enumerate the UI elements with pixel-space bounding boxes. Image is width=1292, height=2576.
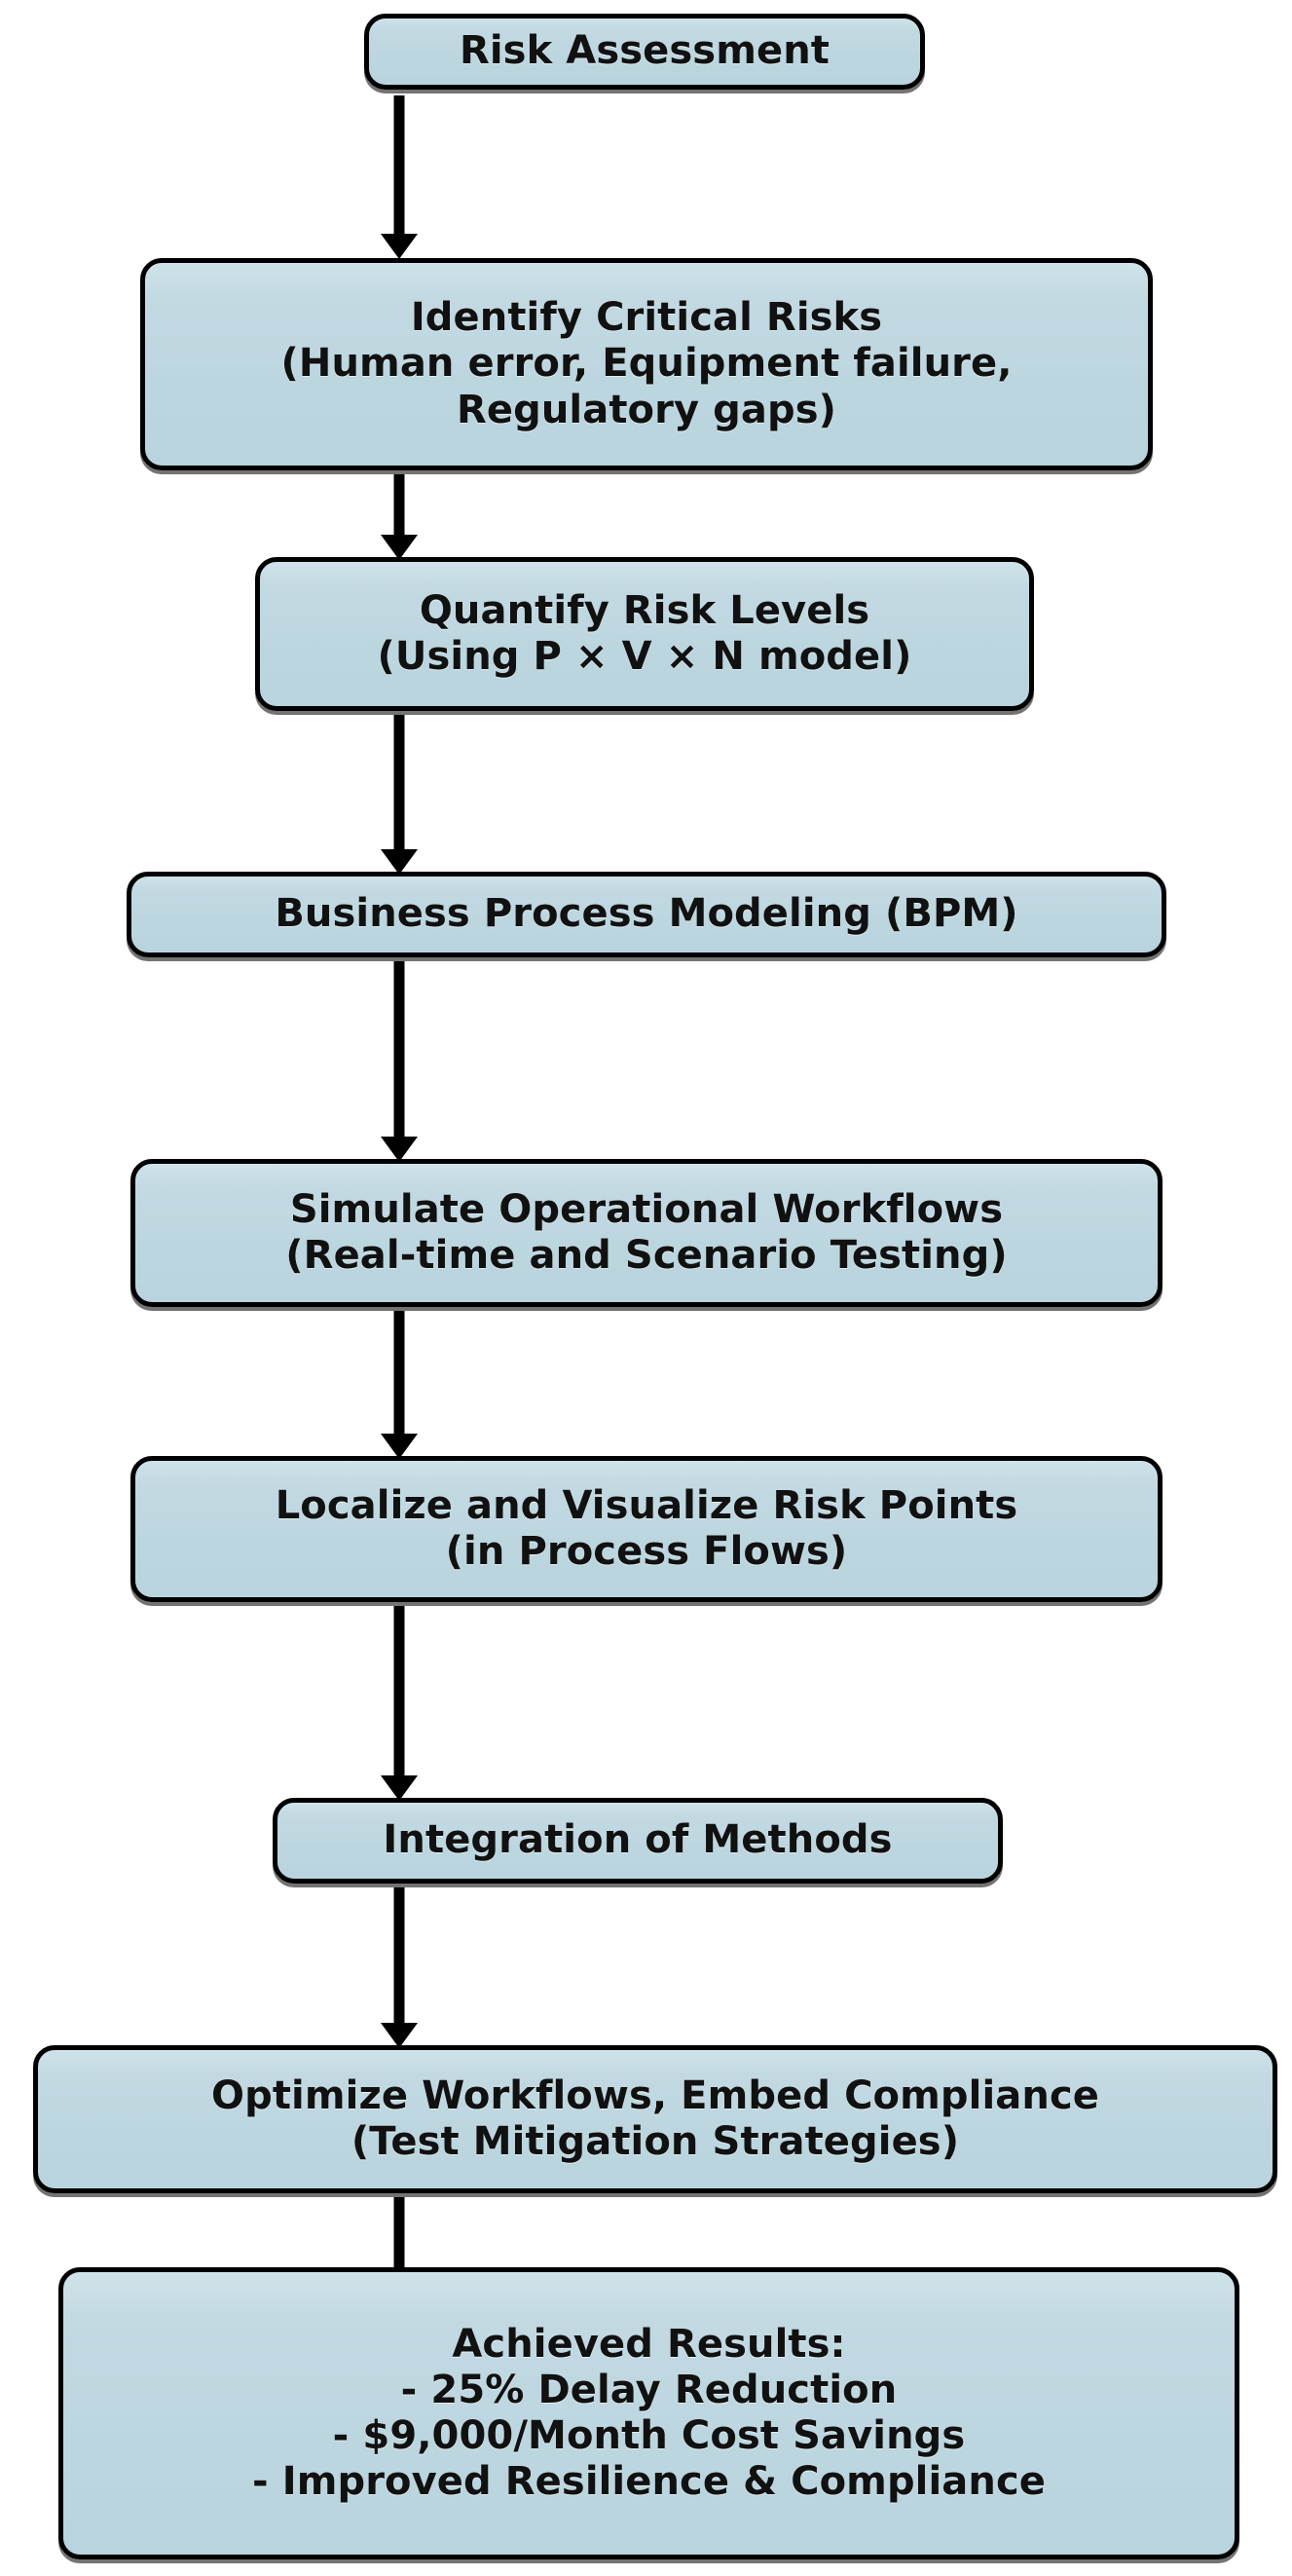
- arrow-head-icon: [381, 1434, 418, 1459]
- flow-node-simulate-operational-workflows[interactable]: Simulate Operational Workflows (Real-tim…: [130, 1159, 1163, 1307]
- flow-node-localize-visualize-risk-points[interactable]: Localize and Visualize Risk Points (in P…: [130, 1456, 1163, 1602]
- arrow-head-icon: [381, 849, 418, 875]
- flow-node-quantify-risk-levels[interactable]: Quantify Risk Levels (Using P × V × N mo…: [255, 557, 1034, 711]
- flow-node-business-process-modeling[interactable]: Business Process Modeling (BPM): [127, 872, 1166, 957]
- flow-arrow-integration-of-methods-to-optimize-workflows-embed-compliance: [370, 1887, 428, 2048]
- arrow-head-icon: [381, 2023, 418, 2048]
- flow-arrow-localize-visualize-risk-points-to-integration-of-methods: [370, 1606, 428, 1801]
- flow-node-identify-critical-risks[interactable]: Identify Critical Risks (Human error, Eq…: [140, 258, 1153, 470]
- arrow-shaft: [393, 1887, 405, 2023]
- arrow-head-icon: [381, 1137, 418, 1162]
- arrow-shaft: [393, 1606, 405, 1775]
- flow-node-label: Simulate Operational Workflows (Real-tim…: [285, 1186, 1008, 1278]
- flow-arrow-business-process-modeling-to-simulate-operational-workflows: [370, 961, 428, 1162]
- flow-node-label: Risk Assessment: [459, 28, 831, 74]
- arrow-head-icon: [381, 535, 418, 560]
- flow-node-achieved-results[interactable]: Achieved Results: - 25% Delay Reduction …: [58, 2267, 1239, 2559]
- arrow-shaft: [393, 95, 405, 234]
- arrow-head-icon: [381, 1775, 418, 1801]
- flow-node-label: Business Process Modeling (BPM): [275, 891, 1018, 937]
- flow-node-integration-of-methods[interactable]: Integration of Methods: [273, 1798, 1003, 1884]
- flow-arrow-quantify-risk-levels-to-business-process-modeling: [370, 715, 428, 875]
- flow-arrow-identify-critical-risks-to-quantify-risk-levels: [370, 474, 428, 560]
- flow-node-label: Localize and Visualize Risk Points (in P…: [275, 1482, 1018, 1574]
- arrow-head-icon: [381, 234, 418, 259]
- arrow-shaft: [393, 961, 405, 1137]
- flow-arrow-simulate-operational-workflows-to-localize-visualize-risk-points: [370, 1311, 428, 1459]
- flow-node-label: Integration of Methods: [383, 1817, 893, 1863]
- arrow-shaft: [393, 2197, 405, 2275]
- flow-node-label: Optimize Workflows, Embed Compliance (Te…: [211, 2072, 1099, 2164]
- flow-node-optimize-workflows-embed-compliance[interactable]: Optimize Workflows, Embed Compliance (Te…: [33, 2045, 1277, 2193]
- flow-node-risk-assessment[interactable]: Risk Assessment: [364, 14, 925, 90]
- flow-node-label: Identify Critical Risks (Human error, Eq…: [280, 295, 1013, 432]
- arrow-shaft: [393, 474, 405, 535]
- arrow-shaft: [393, 1311, 405, 1434]
- flow-node-label: Quantify Risk Levels (Using P × V × N mo…: [377, 587, 912, 679]
- flow-node-label: Achieved Results: - 25% Delay Reduction …: [251, 2321, 1047, 2505]
- arrow-shaft: [393, 715, 405, 849]
- flow-arrow-risk-assessment-to-identify-critical-risks: [370, 95, 428, 259]
